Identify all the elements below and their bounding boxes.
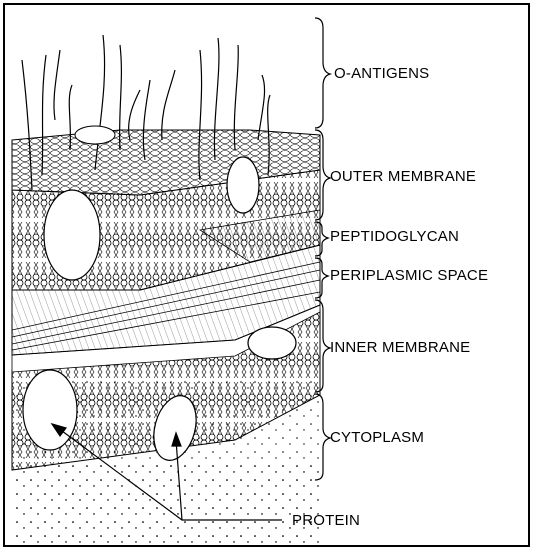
label-o-antigens: O-ANTIGENS <box>334 65 429 82</box>
label-cytoplasm: CYTOPLASM <box>330 429 424 446</box>
label-peptidoglycan: PEPTIDOGLYCAN <box>330 228 459 245</box>
inner-membrane-protein-right <box>248 327 296 359</box>
surface-protein <box>75 126 115 144</box>
label-outer-membrane: OUTER MEMBRANE <box>330 168 476 185</box>
label-inner-membrane: INNER MEMBRANE <box>330 339 470 356</box>
label-protein: PROTEIN <box>292 512 360 529</box>
label-periplasmic-space: PERIPLASMIC SPACE <box>330 267 488 284</box>
outer-membrane-protein <box>44 190 100 280</box>
outer-membrane-protein-right <box>227 157 259 213</box>
inner-membrane-protein-left <box>23 370 77 450</box>
